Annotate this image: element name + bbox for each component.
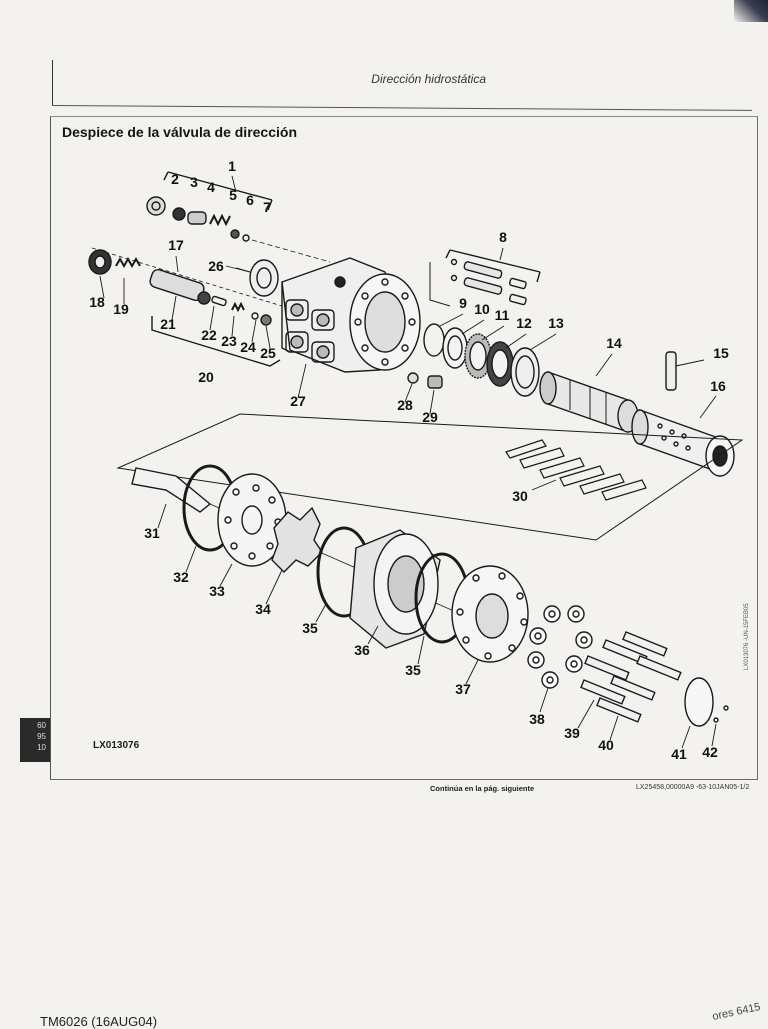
callout-21: 21: [160, 316, 176, 332]
figure-frame: [50, 116, 758, 780]
section-title: Dirección hidrostática: [371, 72, 486, 86]
callout-20: 20: [198, 369, 214, 385]
callout-22: 22: [201, 327, 217, 343]
callout-8: 8: [499, 229, 507, 245]
callout-35: 35: [405, 662, 421, 678]
callout-17: 17: [168, 237, 184, 253]
callout-35: 35: [302, 620, 318, 636]
tab-line-3: 10: [37, 743, 46, 752]
callout-41: 41: [671, 746, 687, 762]
figure-title: Despiece de la válvula de dirección: [62, 124, 297, 140]
callout-26: 26: [208, 258, 224, 274]
continue-note: Continúa en la pág. siguiente: [430, 784, 535, 793]
callout-28: 28: [397, 397, 413, 413]
callout-30: 30: [512, 488, 528, 504]
callout-12: 12: [516, 315, 532, 331]
callout-1: 1: [228, 158, 236, 174]
callout-4: 4: [207, 179, 215, 195]
callout-13: 13: [548, 315, 564, 331]
callout-15: 15: [713, 345, 729, 361]
callout-6: 6: [246, 192, 254, 208]
callout-5: 5: [229, 187, 237, 203]
callout-3: 3: [190, 174, 198, 190]
callout-25: 25: [260, 345, 276, 361]
callout-9: 9: [459, 295, 467, 311]
callout-23: 23: [221, 333, 237, 349]
callout-42: 42: [702, 744, 718, 760]
callout-19: 19: [113, 301, 129, 317]
callout-7: 7: [263, 199, 271, 215]
callout-27: 27: [290, 393, 306, 409]
callout-39: 39: [564, 725, 580, 741]
callout-34: 34: [255, 601, 271, 617]
callout-11: 11: [495, 307, 510, 323]
side-code: LX013076 -UN-15FEB05: [744, 603, 750, 670]
callout-40: 40: [598, 737, 614, 753]
page-corner-shadow: [734, 0, 768, 22]
manual-code: TM6026 (16AUG04): [40, 1014, 158, 1029]
callout-24: 24: [240, 339, 256, 355]
callout-16: 16: [710, 378, 726, 394]
callout-32: 32: [173, 569, 189, 585]
callout-18: 18: [89, 294, 105, 310]
page-section-tab: 60 95 10: [20, 718, 50, 762]
callout-37: 37: [455, 681, 471, 697]
tab-line-2: 95: [37, 732, 46, 741]
callout-38: 38: [529, 711, 545, 727]
header-rule: [52, 60, 53, 106]
reference-code: LX25458,00000A9 -63-10JAN05-1/2: [636, 784, 750, 791]
callout-10: 10: [474, 301, 490, 317]
callout-31: 31: [144, 525, 160, 541]
tab-line-1: 60: [37, 721, 46, 730]
callout-33: 33: [209, 583, 225, 599]
callout-14: 14: [606, 335, 622, 351]
callout-2: 2: [171, 171, 179, 187]
figure-id: LX013076: [93, 740, 140, 751]
callout-36: 36: [354, 642, 370, 658]
callout-29: 29: [422, 409, 438, 425]
